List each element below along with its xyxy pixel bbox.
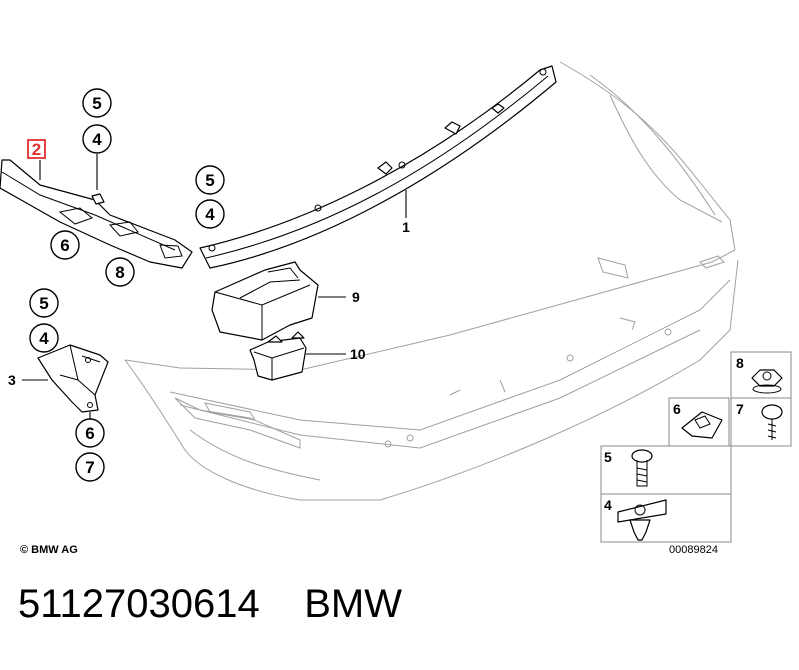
callout-1[interactable]: 1 — [402, 219, 410, 235]
callout-4-center[interactable]: 4 — [195, 199, 225, 229]
callout-9[interactable]: 9 — [352, 289, 360, 305]
callout-3[interactable]: 3 — [8, 372, 16, 388]
part-number-line: 51127030614 BMW — [18, 584, 402, 624]
callout-label: 8 — [736, 355, 744, 371]
part-number: 51127030614 — [18, 582, 260, 626]
car-rear-outline — [124, 61, 739, 501]
callout-label: 1 — [402, 219, 410, 235]
highlight-box — [27, 139, 46, 159]
callout-label: 4 — [39, 329, 49, 348]
callout-5-lower-left[interactable]: 5 — [29, 288, 59, 318]
callout-label: 2 — [32, 140, 41, 159]
fastener-8-nut[interactable]: 8 — [736, 355, 783, 394]
fastener-legend: 8 6 7 5 4 00089 — [600, 351, 792, 556]
callout-10[interactable]: 10 — [350, 346, 366, 362]
part-1-bracket[interactable] — [199, 65, 557, 269]
callout-label: 6 — [673, 401, 681, 417]
brand-name: BMW — [304, 582, 402, 626]
image-code: 00089824 — [669, 544, 718, 556]
callout-5-center[interactable]: 5 — [195, 165, 225, 195]
part-9-guide[interactable] — [211, 261, 319, 341]
part-10-clip[interactable] — [249, 331, 307, 381]
callout-label: 5 — [205, 171, 214, 190]
clip-nut-icon — [681, 411, 723, 439]
callout-label: 5 — [604, 449, 612, 465]
callout-7-lower-left[interactable]: 7 — [75, 452, 105, 482]
callout-label: 7 — [85, 458, 94, 477]
callout-label: 5 — [92, 94, 101, 113]
fastener-7-screw[interactable]: 7 — [736, 401, 783, 440]
fastener-6-clip-nut[interactable]: 6 — [673, 401, 723, 439]
copyright-notice: © BMW AG — [20, 544, 78, 556]
callout-4-top-left[interactable]: 4 — [82, 124, 112, 154]
rivet-icon — [617, 499, 667, 523]
part-2-bracket[interactable] — [0, 159, 193, 269]
callout-label: 7 — [736, 401, 744, 417]
callout-label: 4 — [205, 205, 215, 224]
callout-2-highlighted[interactable]: 2 — [27, 139, 46, 159]
callout-8-left[interactable]: 8 — [105, 257, 135, 287]
callout-label: 4 — [604, 497, 612, 513]
callout-label: 3 — [8, 372, 16, 388]
callout-label: 8 — [115, 263, 124, 282]
callout-label: 10 — [350, 346, 366, 362]
callout-label: 5 — [39, 294, 48, 313]
callout-label: 6 — [60, 236, 69, 255]
callout-label: 6 — [85, 424, 94, 443]
bolt-icon — [631, 449, 653, 463]
callout-label: 9 — [352, 289, 360, 305]
callout-6-lower-left[interactable]: 6 — [75, 418, 105, 448]
callout-4-lower-left[interactable]: 4 — [29, 323, 59, 353]
screw-icon — [761, 404, 783, 420]
callout-label: 4 — [92, 130, 102, 149]
callout-6-left[interactable]: 6 — [50, 230, 80, 260]
part-3-bracket[interactable] — [37, 344, 109, 413]
fastener-4-rivet[interactable]: 4 — [604, 497, 667, 541]
fastener-5-bolt[interactable]: 5 — [604, 449, 653, 487]
callout-5-top-left[interactable]: 5 — [82, 88, 112, 118]
